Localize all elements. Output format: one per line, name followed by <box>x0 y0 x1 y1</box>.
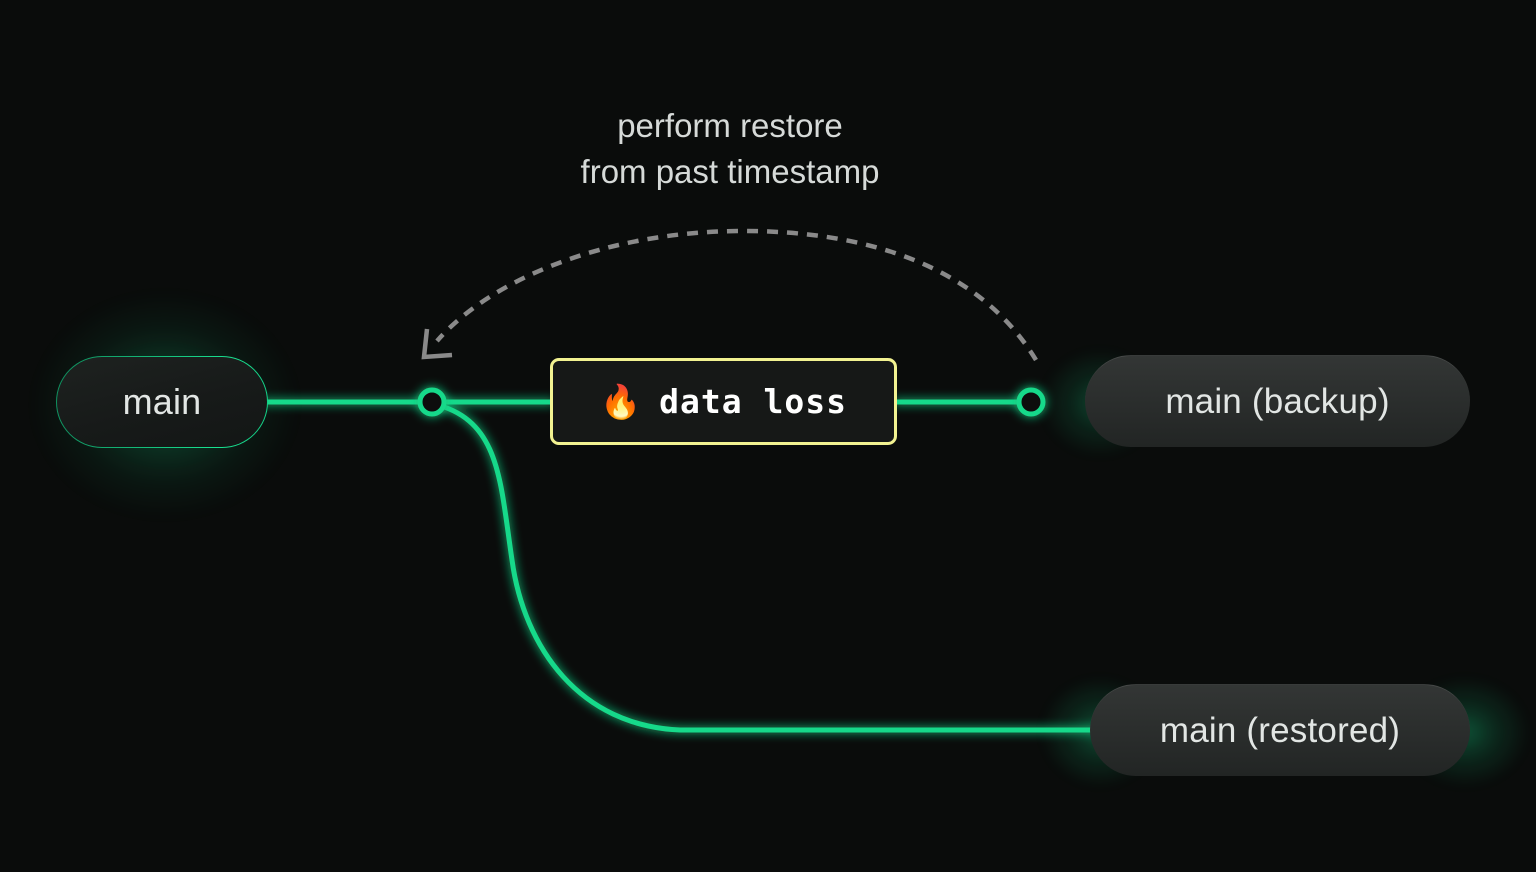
node-main-restored-label: main (restored) <box>1159 710 1401 750</box>
restore-dashed-arc <box>435 228 1038 362</box>
node-main-label: main <box>122 381 202 422</box>
node-main-restored[interactable]: main (restored) <box>1090 684 1470 776</box>
node-main-backup-label: main (backup) <box>1165 381 1390 421</box>
restore-arrow-head <box>421 328 453 360</box>
commit-point-branch <box>417 387 447 417</box>
commit-point-backup <box>1016 387 1046 417</box>
edge-branch-to-restored <box>431 401 1101 733</box>
node-data-loss[interactable]: 🔥 data loss <box>550 358 897 445</box>
node-main-backup[interactable]: main (backup) <box>1085 355 1470 447</box>
node-main[interactable]: main <box>56 356 268 448</box>
node-data-loss-label: data loss <box>659 382 847 421</box>
fire-emoji: 🔥 <box>600 383 642 420</box>
